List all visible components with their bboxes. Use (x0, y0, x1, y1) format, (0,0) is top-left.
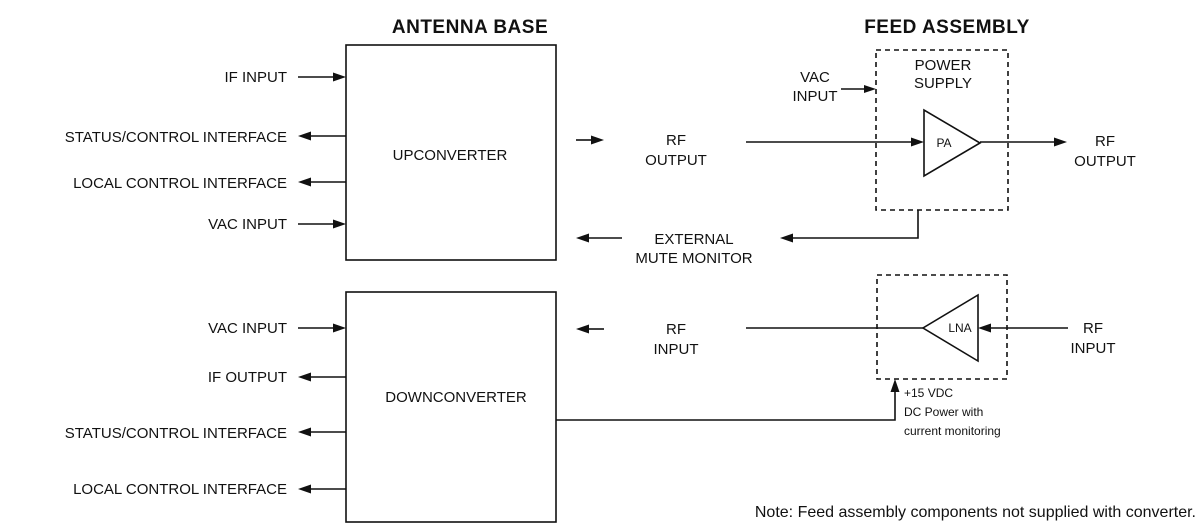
lna-rf-input-label-line1: RF (1083, 320, 1103, 337)
upconverter-if-input-arrow (298, 72, 346, 82)
upconverter-rf-output-label-line1: RF (666, 132, 686, 149)
upconverter-rf-output-label-line2: OUTPUT (645, 152, 707, 169)
power-supply-vac-input-label-line1: VAC (800, 69, 830, 86)
downconverter-local-control-arrow (298, 484, 346, 494)
downconverter-box (345, 291, 557, 523)
antenna-base-heading: ANTENNA BASE (392, 17, 548, 38)
pa-amplifier-icon (923, 108, 982, 178)
power-supply-label-line1: POWER (915, 57, 972, 74)
lna-rf-input-arrow (978, 323, 1068, 333)
rf-to-pa-line (746, 137, 924, 147)
lna-rf-input-label-line2: INPUT (1071, 340, 1116, 357)
lna-dashed-box (876, 274, 1008, 380)
power-supply-label-line2: SUPPLY (914, 75, 972, 92)
upconverter-local-control-arrow (298, 177, 346, 187)
downconverter-local-control-label: LOCAL CONTROL INTERFACE (73, 481, 287, 498)
pa-rf-output-label-line1: RF (1095, 133, 1115, 150)
lna-label: LNA (948, 321, 971, 335)
pa-rf-output-arrow (980, 137, 1067, 147)
pa-rf-output-label-line2: OUTPUT (1074, 153, 1136, 170)
downconverter-status-control-label: STATUS/CONTROL INTERFACE (65, 425, 287, 442)
downconverter-if-output-label: IF OUTPUT (208, 369, 287, 386)
dc-power-label-line2: DC Power with (904, 405, 983, 419)
power-supply-vac-input-label-line2: INPUT (793, 88, 838, 105)
external-mute-monitor-label-line1: EXTERNAL (654, 231, 733, 248)
upconverter-box (345, 44, 557, 261)
downconverter-rf-input-label-line1: RF (666, 321, 686, 338)
upconverter-status-control-arrow (298, 131, 346, 141)
feed-assembly-heading: FEED ASSEMBLY (864, 17, 1030, 38)
dc-power-label-line1: +15 VDC (904, 386, 953, 400)
upconverter-vac-input-arrow (298, 219, 346, 229)
upconverter-if-input-label: IF INPUT (225, 69, 288, 86)
dc-power-line (556, 379, 900, 421)
mute-monitor-line (780, 210, 919, 243)
downconverter-vac-input-arrow (298, 323, 346, 333)
downconverter-rf-input-arrow (576, 324, 604, 334)
power-supply-vac-input-arrow (841, 85, 876, 93)
mute-monitor-arrow-to-upconverter (576, 233, 622, 243)
downconverter-rf-input-label-line2: INPUT (654, 341, 699, 358)
upconverter-label: UPCONVERTER (393, 147, 508, 164)
upconverter-rf-output-arrow (576, 135, 604, 145)
footnote: Note: Feed assembly components not suppl… (755, 504, 1196, 521)
downconverter-if-output-arrow (298, 372, 346, 382)
pa-label: PA (936, 136, 951, 150)
upconverter-status-control-label: STATUS/CONTROL INTERFACE (65, 129, 287, 146)
upconverter-local-control-label: LOCAL CONTROL INTERFACE (73, 175, 287, 192)
downconverter-label: DOWNCONVERTER (385, 389, 527, 406)
downconverter-vac-input-label: VAC INPUT (208, 320, 287, 337)
power-supply-dashed-box (875, 49, 1009, 211)
upconverter-vac-input-label: VAC INPUT (208, 216, 287, 233)
downconverter-status-control-arrow (298, 427, 346, 437)
dc-power-label-line3: current monitoring (904, 424, 1001, 438)
external-mute-monitor-label-line2: MUTE MONITOR (635, 250, 752, 267)
